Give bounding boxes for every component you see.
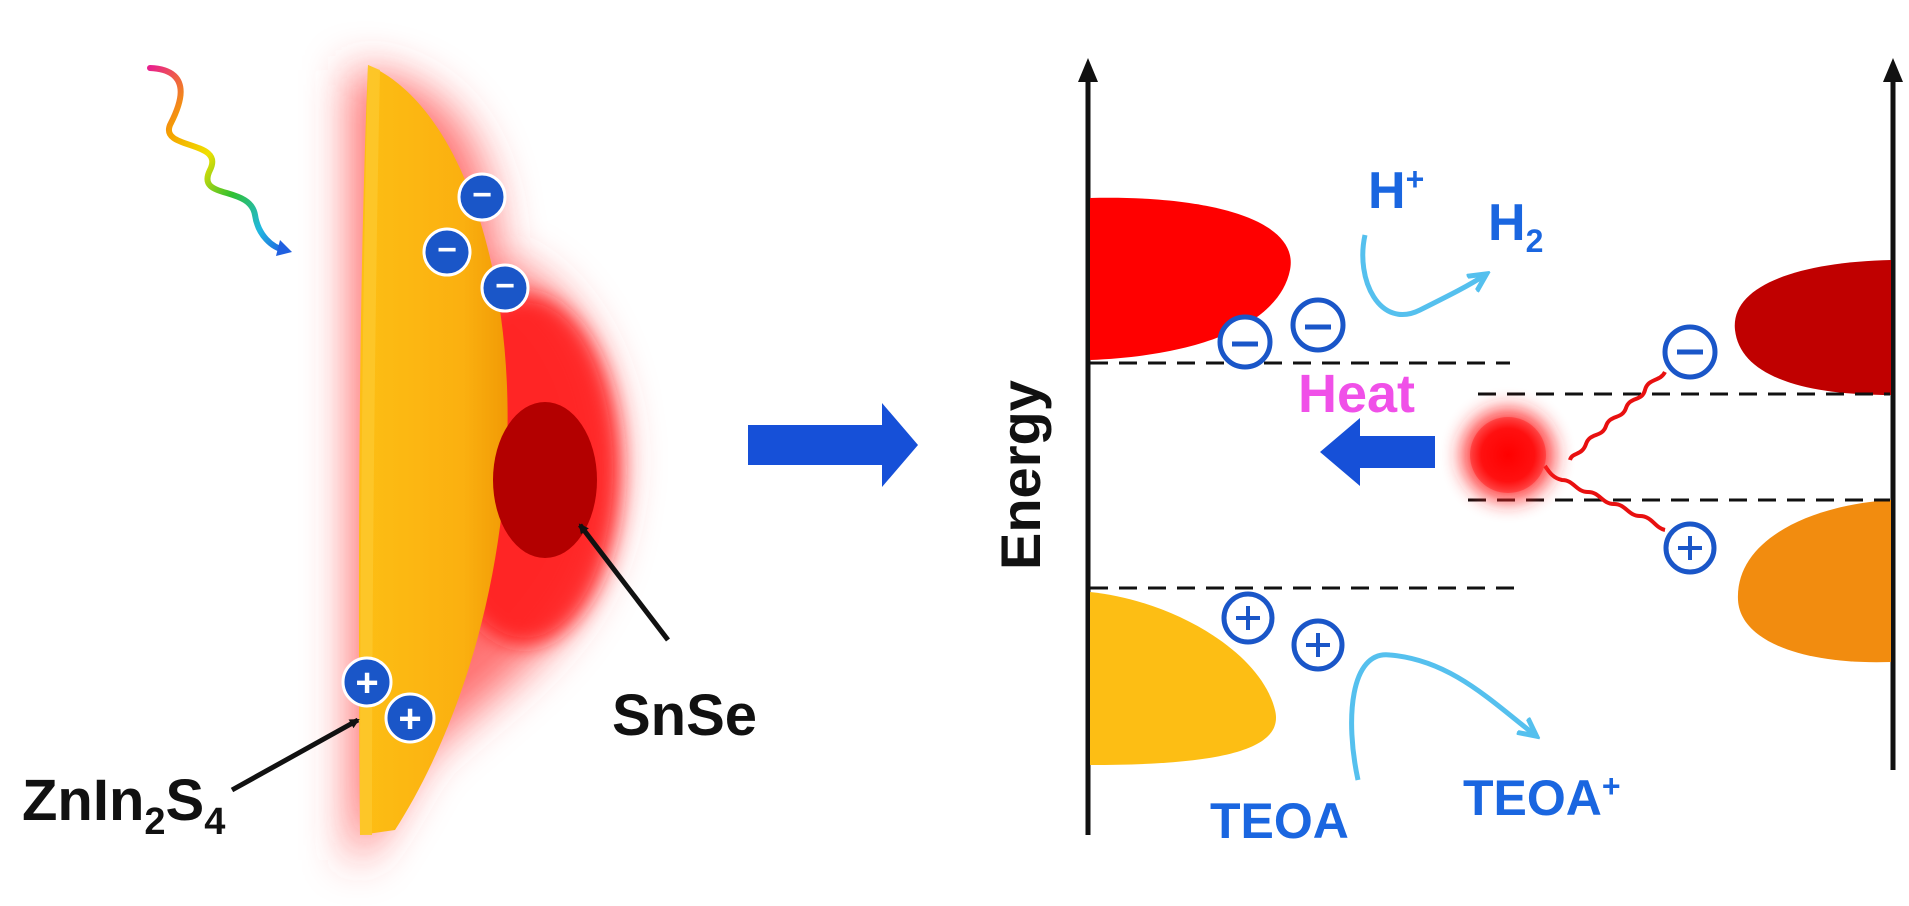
energy-axis-label: Energy	[989, 380, 1052, 570]
hole-charge	[1291, 618, 1345, 672]
light-wave-icon	[147, 65, 288, 253]
recombination-wave-upper	[1568, 370, 1667, 461]
electron-charge: −	[422, 227, 472, 277]
hole-charge: +	[384, 692, 436, 744]
transition-arrow	[748, 403, 918, 487]
h2-evolution-curve	[1360, 234, 1485, 318]
heat-arrow	[1320, 418, 1435, 486]
electron-charge: −	[480, 263, 530, 313]
snse-pointer-arrow	[578, 523, 670, 642]
electron-charge	[1217, 314, 1273, 370]
electron-charge: −	[457, 172, 507, 222]
znin2s4-pointer-arrow	[230, 717, 360, 793]
light-wave-arrowhead	[276, 240, 292, 256]
heat-source-dot	[1462, 409, 1554, 501]
hydrogen-label: H2	[1488, 194, 1543, 259]
hole-charge	[1221, 591, 1275, 645]
teoa-oxidation-curve	[1349, 652, 1535, 781]
snse-valence-band	[1737, 500, 1891, 663]
energy-axis-right-arrowhead	[1883, 58, 1903, 82]
svg-text:−: −	[437, 231, 457, 269]
electron-charge	[1290, 297, 1346, 353]
snse-particle	[493, 402, 597, 558]
snse-conduction-band	[1734, 260, 1891, 395]
znin2s4-label: ZnIn2S4	[22, 768, 225, 843]
recombination-wave-lower	[1543, 464, 1666, 532]
hole-charge	[1663, 521, 1717, 575]
electron-charge	[1662, 324, 1718, 380]
heat-label: Heat	[1298, 364, 1415, 424]
znin2s4-particle-edge	[360, 65, 380, 835]
svg-text:−: −	[472, 176, 492, 214]
svg-text:−: −	[495, 267, 515, 305]
svg-text:+: +	[398, 697, 421, 741]
hole-charge: +	[341, 656, 393, 708]
snse-label: SnSe	[612, 683, 757, 748]
energy-axis-left-arrowhead	[1078, 58, 1098, 82]
teoa-label: TEOA	[1210, 793, 1349, 849]
proton-label: H+	[1368, 161, 1424, 220]
svg-text:+: +	[355, 661, 378, 705]
znin2s4-valence-band	[1090, 592, 1277, 765]
teoa-oxidized-label: TEOA+	[1463, 768, 1621, 826]
